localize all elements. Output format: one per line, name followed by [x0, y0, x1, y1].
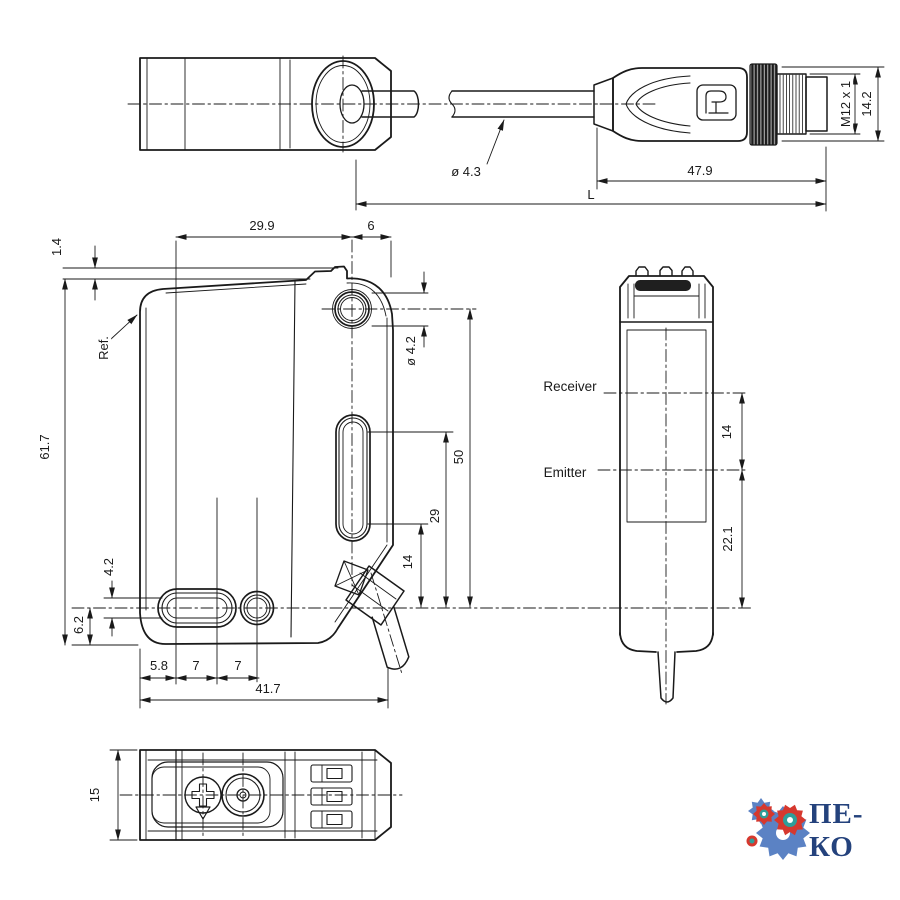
body-width-label: 41.7 [254, 681, 282, 697]
connector-length-label: 47.9 [686, 163, 714, 179]
hole-diameter-label: ø 4.2 [403, 335, 419, 367]
exit-cable [371, 606, 410, 670]
emitter-label: Emitter [542, 464, 588, 481]
thread-size-label: M12 x 1 [838, 79, 854, 129]
m12-connector [593, 63, 828, 146]
knurled-nut [749, 63, 778, 146]
thread-section [776, 73, 807, 135]
hole-offset-label: 6 [366, 218, 376, 234]
cable-exit-gland [334, 560, 410, 675]
dim-7a-label: 7 [191, 658, 201, 674]
connector-brand-badge [696, 84, 737, 121]
sensor-front-view [62, 234, 753, 709]
body-depth-label: 15 [87, 786, 103, 804]
cable-view-dimensions [355, 66, 885, 212]
dim-14-label: 14 [400, 553, 416, 571]
indicator-leds [310, 764, 353, 829]
connector-body [612, 67, 748, 142]
tab-height-label: 1.4 [49, 236, 65, 258]
front-centerlines [71, 239, 753, 609]
front-body-outline [139, 265, 394, 645]
receiver-label: Receiver [542, 378, 598, 395]
ref-leader [110, 314, 138, 340]
logo-wordmark: ПЕ-КО [809, 798, 864, 863]
dim-29-label: 29 [427, 507, 443, 525]
top-face-view [109, 749, 403, 841]
strain-relief-boot [593, 77, 614, 132]
thread-lines [779, 74, 803, 134]
optical-body-outline [619, 275, 714, 636]
front-face-edge [290, 280, 296, 638]
receiver-emitter-axes [597, 392, 749, 471]
connector-diameter-label: 14.2 [859, 90, 875, 118]
beam-spacing-label: 14 [719, 423, 735, 441]
top-width-label: 29.9 [248, 218, 276, 234]
logo-gears [746, 798, 810, 860]
emitter-height-label: 22.1 [720, 525, 736, 553]
dim-5-8-label: 5.8 [148, 658, 170, 674]
ref-label: Ref. [96, 335, 112, 361]
top-terminal-tabs [635, 266, 694, 276]
connector-slot-dark [635, 280, 691, 291]
cable-diameter-label: ø 4.3 [450, 164, 482, 180]
dim-7b-label: 7 [233, 658, 243, 674]
top-view-dimensions [109, 749, 138, 841]
bottom-cable [657, 651, 676, 703]
optical-face-view [597, 266, 749, 705]
mounting-slot-vertical [335, 414, 371, 542]
optical-window [626, 329, 707, 523]
cable-gland [339, 84, 365, 124]
dim-50-label: 50 [451, 448, 467, 466]
connector-logo-glyph [705, 90, 729, 114]
connector-tip [805, 76, 828, 132]
slot-height-label: 4.2 [101, 556, 117, 578]
cable-connector-view [127, 55, 885, 212]
bottom-offset-label: 6.2 [71, 614, 87, 636]
cable-dia-leader [486, 119, 505, 165]
cable-length-label: L [586, 187, 596, 203]
front-view-dimensions [62, 234, 473, 709]
body-height-label: 61.7 [37, 433, 53, 461]
